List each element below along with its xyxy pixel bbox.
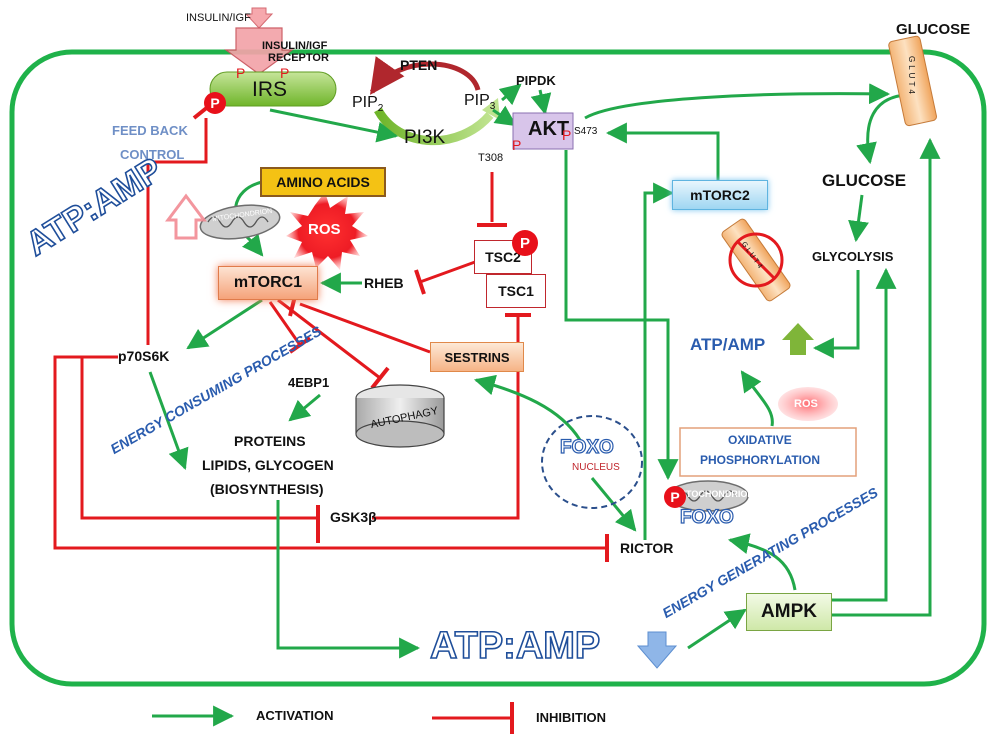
atp-amp-bottom-label: ATP:AMP xyxy=(429,624,601,667)
akt-phospho-1: P xyxy=(512,137,522,153)
cell-membrane xyxy=(9,49,987,687)
legend-activation-label: ACTIVATION xyxy=(256,708,334,723)
pip3-label: PIP3 xyxy=(464,92,496,113)
glucose-inside-label: GLUCOSE xyxy=(822,171,907,190)
insulin-label: INSULIN/IGF xyxy=(186,12,251,24)
glut4-label: GLUT4 xyxy=(906,56,916,97)
rictor-label: RICTOR xyxy=(620,540,674,556)
foxo-nucleus-label: FOXO xyxy=(559,437,614,459)
irs-shape xyxy=(209,71,337,107)
feedback-label-1: FEED BACK xyxy=(112,123,188,138)
receptor-label-2: RECEPTOR xyxy=(268,52,329,64)
ampk-box: AMPK xyxy=(746,593,832,631)
receptor-arrow xyxy=(224,27,294,75)
rheb-label: RHEB xyxy=(364,275,404,291)
gsk3b-label: GSK3β xyxy=(330,509,377,525)
mitochondrion-right-label: MITOCHONDRION xyxy=(676,489,754,499)
ros-cloud xyxy=(778,387,838,421)
4ebp1-label: 4EBP1 xyxy=(288,375,330,390)
atp-amp-right-label: ATP/AMP xyxy=(690,335,766,354)
receptor-label-1: INSULIN/IGF xyxy=(262,40,328,52)
pipdk-label: PIPDK xyxy=(516,73,556,88)
foxo-p-circle: P xyxy=(664,486,686,508)
nucleus-ellipse xyxy=(541,415,643,509)
pip2-label: PIP2 xyxy=(352,94,384,115)
irs-phospho-2: P xyxy=(280,65,290,81)
ros-right-label: ROS xyxy=(794,398,818,410)
pten-arrow xyxy=(369,56,481,95)
mitochondrion-top-shape xyxy=(199,204,281,240)
oxphos-box xyxy=(679,427,857,477)
tsc2-p-circle: P xyxy=(512,230,538,256)
amino-acids-box: AMINO ACIDS xyxy=(260,167,386,197)
insulin-arrow xyxy=(244,7,274,29)
akt-label: AKT xyxy=(528,118,570,140)
akt-phospho-2: P xyxy=(562,127,572,143)
atp-up-arrow xyxy=(782,323,814,355)
sestrins-box: SESTRINS xyxy=(430,342,524,372)
irs-label: IRS xyxy=(252,78,288,101)
legend-inhibition-label: INHIBITION xyxy=(536,710,607,725)
foxo-mito-label: FOXO xyxy=(679,507,734,529)
pten-label: PTEN xyxy=(400,57,438,73)
glut4-shape xyxy=(888,35,937,127)
oxphos-label-2: PHOSPHORYLATION xyxy=(700,453,821,467)
nucleus-label: NUCLEUS xyxy=(572,462,620,473)
autophagy-cylinder xyxy=(355,420,445,448)
lipids-label: LIPIDS, GLYCOGEN xyxy=(202,457,334,473)
atp-bottom-down-arrow xyxy=(636,631,678,669)
pi3k-label: PI3K xyxy=(404,127,446,148)
biosynthesis-label: (BIOSYNTHESIS) xyxy=(210,481,324,497)
feedback-label-2: CONTROL xyxy=(120,147,185,162)
oxphos-label-1: OXIDATIVE xyxy=(728,433,792,447)
t308-label: T308 xyxy=(478,152,504,164)
glycolysis-label: GLYCOLYSIS xyxy=(812,249,894,264)
mtorc1-box: mTORC1 xyxy=(218,266,318,300)
proteins-label: PROTEINS xyxy=(234,433,306,449)
irs-p-circle: P xyxy=(204,92,226,114)
s473-label: S473 xyxy=(574,126,598,137)
no-sign-circle xyxy=(728,232,784,288)
irs-phospho-1: P xyxy=(236,65,246,81)
glucose-outside-label: GLUCOSE xyxy=(896,21,971,38)
ros-center-label: ROS xyxy=(308,221,341,238)
p70s6k-label: p70S6K xyxy=(118,348,170,364)
ros-star xyxy=(286,192,368,270)
mtorc2-box: mTORC2 xyxy=(672,180,768,210)
atp-left-up-arrow xyxy=(165,193,207,240)
tsc1-box: TSC1 xyxy=(486,274,546,308)
akt-shape xyxy=(512,112,574,150)
